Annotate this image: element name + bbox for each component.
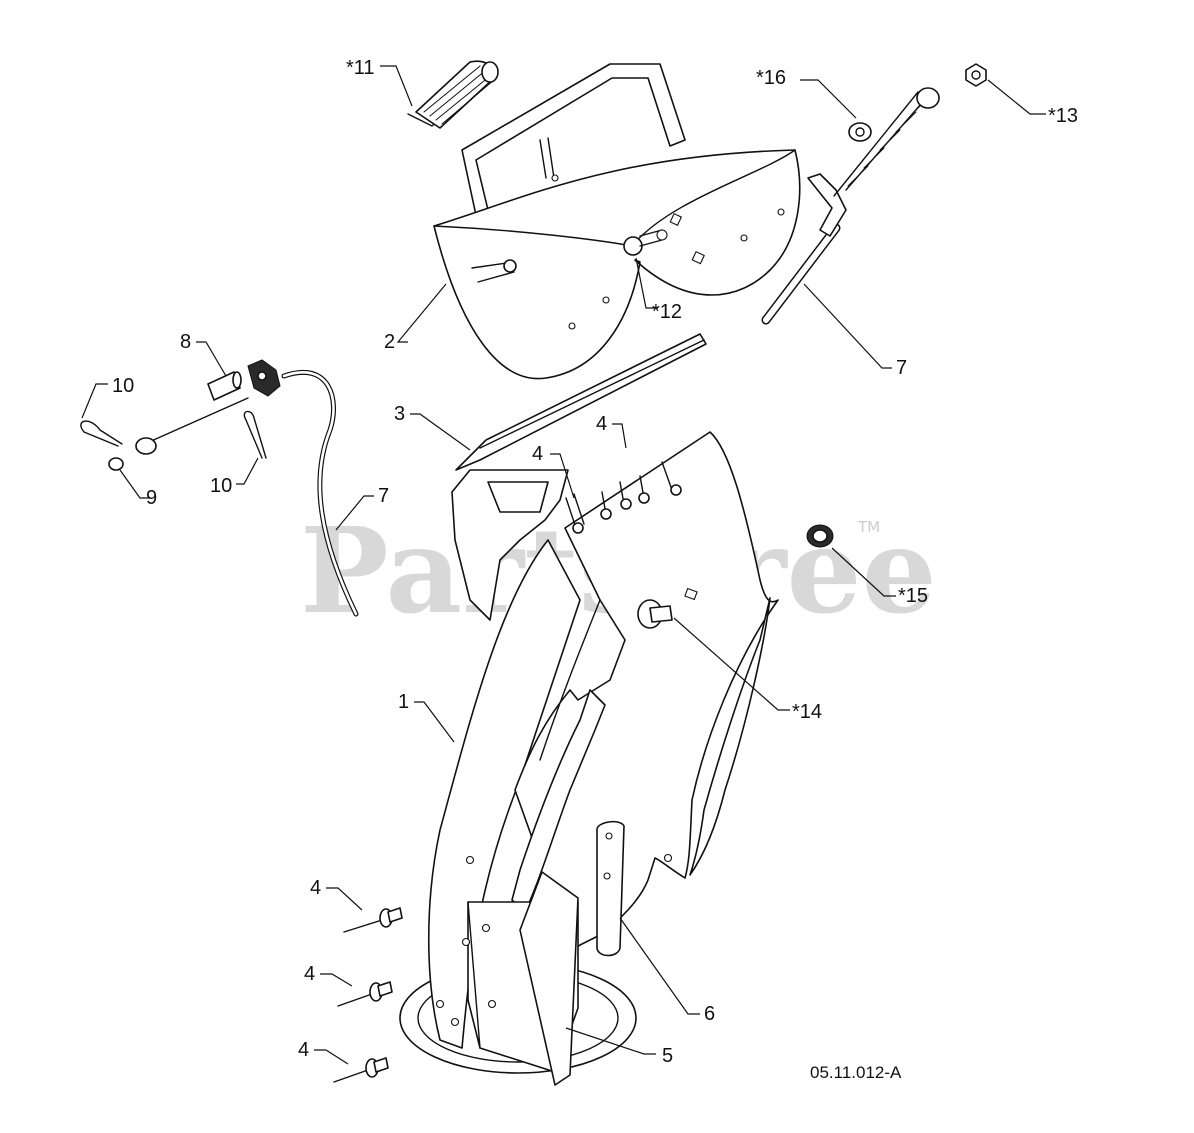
- callout-7-left: 7: [378, 485, 389, 507]
- chute-hole: [461, 937, 471, 947]
- deflector-slot: [691, 250, 705, 265]
- washer-9: [108, 457, 124, 471]
- chute-clamp-edge: [467, 901, 481, 1049]
- deflector-crease-2: [631, 149, 796, 247]
- strap-hole: [603, 872, 611, 880]
- callout-10-left: 10: [112, 375, 134, 397]
- callout-15: *15: [898, 585, 928, 607]
- callout-3: 3: [394, 403, 405, 425]
- chute-rear-opening: [487, 481, 549, 513]
- chute-slot: [684, 587, 698, 601]
- hairpin-clip-right: [243, 410, 267, 459]
- washer-16: [848, 122, 872, 142]
- deflector-pin: [539, 139, 547, 179]
- chute-knob: [637, 599, 673, 629]
- callout-4-top-left: 4: [532, 443, 543, 465]
- rivet-left-3: [333, 1057, 389, 1083]
- lower-chute: [399, 431, 779, 1074]
- callout-8: 8: [180, 331, 191, 353]
- deflector-pin-head: [551, 174, 559, 182]
- rivets-top: [565, 461, 682, 534]
- chute-hole: [450, 1017, 460, 1027]
- rivet-left-1: [343, 907, 403, 933]
- spring: [407, 60, 499, 129]
- callout-11: *11: [346, 57, 375, 79]
- callout-1: 1: [398, 691, 409, 713]
- cable-end-fitting: [135, 437, 157, 455]
- callout-4-top-right: 4: [596, 413, 607, 435]
- control-cable: [135, 359, 359, 617]
- callout-4-lower-2: 4: [304, 963, 315, 985]
- chute-front-fold: [539, 599, 601, 761]
- deflector-crease: [433, 225, 633, 247]
- chute-hole: [663, 853, 673, 863]
- hairpin-clip-left: [80, 420, 123, 447]
- strap-hole: [605, 832, 613, 840]
- callout-2: 2: [384, 331, 395, 353]
- callout-5: 5: [662, 1045, 673, 1067]
- deflector-slot: [669, 212, 683, 226]
- deflector: [433, 63, 801, 380]
- strap-plate: [596, 820, 625, 957]
- watermark-trademark: TM: [857, 518, 880, 536]
- chute-left-wall: [428, 539, 581, 1049]
- deflector-rail-edge: [479, 339, 705, 449]
- callout-12: *12: [652, 301, 682, 323]
- clamp-plate: [519, 871, 579, 1086]
- washer-16-hole: [855, 127, 865, 137]
- callout-16: *16: [756, 67, 786, 89]
- callout-10-right: 10: [210, 475, 232, 497]
- deflector-hole: [777, 208, 785, 216]
- nut-13: [965, 63, 987, 87]
- callout-4-lower-3: 4: [298, 1039, 309, 1061]
- flange-nut-15: [806, 524, 834, 548]
- deflector-pin: [547, 137, 555, 179]
- chute-hole: [465, 855, 475, 865]
- deflector-rail: [455, 333, 707, 471]
- deflector-hole: [602, 296, 610, 304]
- crank-rod: [761, 87, 940, 325]
- pin-8: [207, 371, 242, 401]
- chute-front-panel: [514, 431, 779, 981]
- deflector-pivot-washer: [503, 259, 517, 273]
- deflector-pin-right-end: [656, 229, 668, 241]
- drawing-code: 05.11.012-A: [810, 1063, 902, 1082]
- callout-13: *13: [1048, 105, 1078, 127]
- chute-hole: [435, 999, 445, 1009]
- deflector-body: [433, 149, 801, 380]
- leaders: [81, 65, 1046, 1065]
- rivet-left-2: [337, 981, 393, 1007]
- chute-hole: [481, 923, 491, 933]
- deflector-pivot-pin: [477, 271, 515, 283]
- callout-7-right: 7: [896, 357, 907, 379]
- chute-hole: [487, 999, 497, 1009]
- callout-9: 9: [146, 487, 157, 509]
- chute-right-wall: [689, 597, 771, 876]
- callout-4-lower-1: 4: [310, 877, 321, 899]
- callout-14: *14: [792, 701, 822, 723]
- callouts: *11 *16 *13 *12 2 7 8 10 10 9 3 4 4 7 *1…: [112, 57, 1078, 1067]
- callout-6: 6: [704, 1003, 715, 1025]
- deflector-hole: [740, 234, 748, 242]
- deflector-hole: [568, 322, 576, 330]
- nut-13-hole: [971, 70, 981, 80]
